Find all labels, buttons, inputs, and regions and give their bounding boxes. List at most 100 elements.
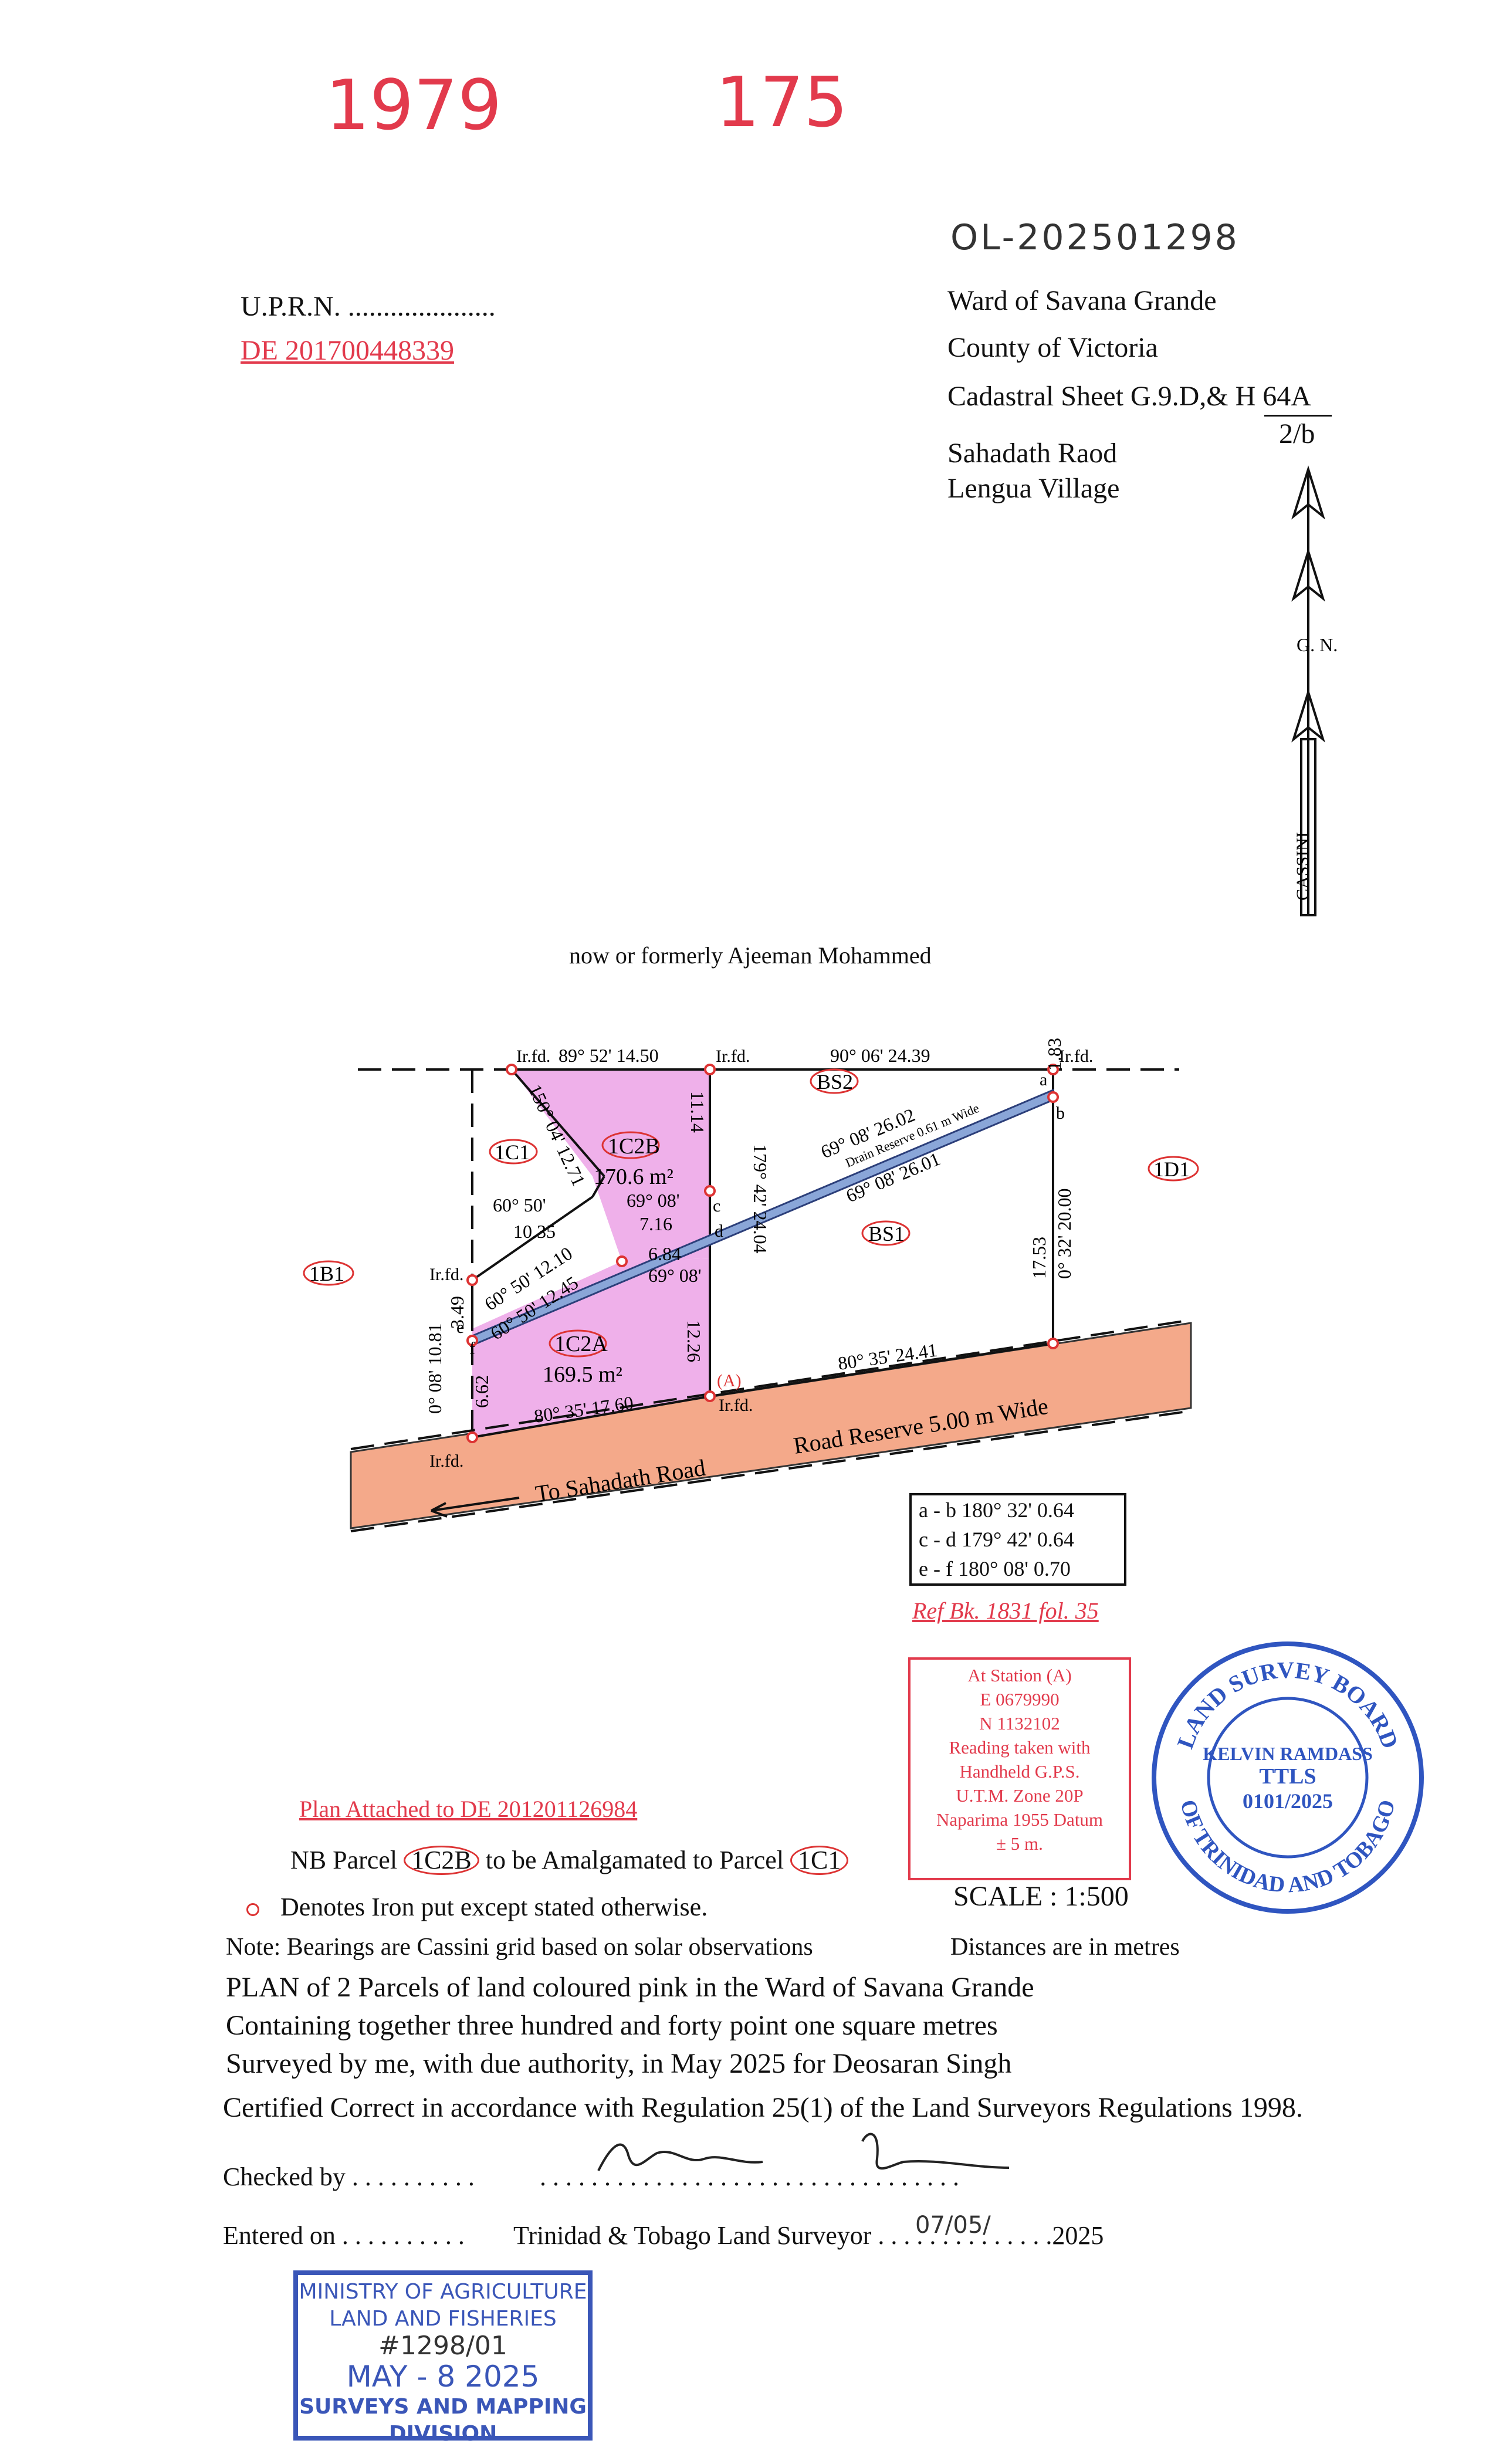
surveyor-line: Trinidad & Tobago Land Surveyor . . . . … — [513, 2221, 1104, 2250]
iron-marker — [616, 1255, 628, 1267]
iron-marker — [466, 1274, 478, 1286]
dist-11-14: 11.14 — [687, 1091, 708, 1133]
station-label: (A) — [717, 1371, 742, 1390]
station-box: At Station (A) E 0679990 N 1132102 Readi… — [908, 1657, 1131, 1880]
left-dist-a: 10.35 — [513, 1221, 556, 1242]
ministry-line-2: LAND AND FISHERIES — [329, 2307, 557, 2331]
ref-book: Ref Bk. 1831 fol. 35 — [912, 1597, 1099, 1624]
nb-prefix: NB Parcel — [290, 1846, 398, 1874]
ministry-line-4: MAY - 8 2025 — [346, 2360, 540, 2394]
left-bearing-a: 60° 50' — [493, 1194, 546, 1216]
station-line: Handheld G.P.S. — [959, 1761, 1080, 1782]
iron-label: Ir.fd. — [429, 1451, 463, 1471]
surveyor-date: 07/05/ — [915, 2212, 991, 2239]
top-left-bearing: 89° 52' 14.50 — [559, 1045, 659, 1066]
dist-3-49: 3.49 — [446, 1296, 468, 1329]
surveyor-signature — [597, 2133, 1010, 2171]
iron-legend-marker — [246, 1903, 259, 1916]
dist-12-26: 12.26 — [683, 1320, 705, 1362]
parcel-label-1C2B: 1C2B — [608, 1134, 660, 1159]
v-bearing: 179° 42' 24.04 — [750, 1144, 771, 1254]
ministry-line-1: MINISTRY OF AGRICULTURE — [299, 2280, 587, 2304]
nb-mid: to be Amalgamated to Parcel — [485, 1846, 784, 1874]
parcel-1C2A-area — [472, 1258, 710, 1437]
village-name: Lengua Village — [947, 473, 1120, 504]
land-survey-board-stamp: LAND SURVEY BOARD OF TRINIDAD AND TOBAGO… — [1152, 1641, 1424, 1914]
w-bearing: 0° 08' 10.81 — [424, 1323, 445, 1414]
bearings-row: e - f 180° 08' 0.70 — [919, 1557, 1071, 1580]
top-right-bearing: 90° 06' 24.39 — [830, 1045, 930, 1066]
folio-number: 175 — [716, 62, 848, 143]
point-d: d — [715, 1221, 723, 1241]
plan-line-2: Containing together three hundred and fo… — [226, 2010, 998, 2041]
neighbour-1C1: 1C1 — [495, 1140, 530, 1164]
certified-line: Certified Correct in accordance with Reg… — [223, 2092, 1303, 2123]
parcel-1C2B-area — [512, 1069, 710, 1261]
station-line: N 1132102 — [979, 1713, 1060, 1734]
north-arrow: G. N. CASSINI — [1291, 465, 1338, 916]
iron-label: Ir.fd. — [716, 1047, 750, 1066]
dist-6-62: 6.62 — [471, 1375, 492, 1408]
parcel-area-1C2B: 170.6 m² — [594, 1165, 673, 1189]
cassini-label: CASSINI — [1293, 832, 1312, 901]
point-b: b — [1056, 1104, 1065, 1123]
scale-label: SCALE : 1:500 — [953, 1881, 1129, 1912]
station-line: E 0679990 — [980, 1689, 1060, 1710]
neighbour-1B1: 1B1 — [309, 1262, 344, 1285]
plan-line-1: PLAN of 2 Parcels of land coloured pink … — [226, 1972, 1034, 2003]
point-e: e — [456, 1318, 464, 1337]
station-line: ± 5 m. — [996, 1833, 1043, 1854]
parcel-area-1C2A: 169.5 m² — [543, 1362, 622, 1387]
stamp-ttls: TTLS — [1259, 1764, 1316, 1789]
ministry-line-5: SURVEYS AND MAPPING — [299, 2395, 587, 2419]
iron-label: Ir.fd. — [719, 1396, 753, 1415]
distances-note: Distances are in metres — [950, 1934, 1180, 1961]
iron-marker — [1047, 1064, 1059, 1075]
e-bearing: 0° 32' 20.00 — [1054, 1188, 1075, 1279]
station-line: Naparima 1955 Datum — [936, 1809, 1104, 1830]
bearings-row: c - d 179° 42' 0.64 — [919, 1528, 1074, 1551]
iron-marker — [704, 1390, 716, 1402]
iron-marker — [466, 1335, 478, 1346]
bearings-table: a - b 180° 32' 0.64 c - d 179° 42' 0.64 … — [909, 1493, 1126, 1586]
plan-attached-note: Plan Attached to DE 201201126984 — [299, 1796, 638, 1822]
sheet-underline — [1264, 415, 1332, 417]
point-f: f — [469, 1339, 475, 1358]
uprn-label: U.P.R.N. ..................... — [241, 291, 496, 322]
ministry-line-3: #1298/01 — [378, 2331, 507, 2361]
stamp-number: 0101/2025 — [1243, 1789, 1333, 1813]
owner-note: now or formerly Ajeeman Mohammed — [569, 942, 932, 969]
station-line: U.T.M. Zone 20P — [956, 1785, 1084, 1806]
iron-marker — [1047, 1091, 1059, 1103]
iron-label: Ir.fd. — [429, 1265, 463, 1284]
ward-label: Ward of Savana Grande — [947, 285, 1217, 316]
mid-dist-c: 7.16 — [639, 1213, 672, 1234]
iron-label: Ir.fd. — [1059, 1047, 1093, 1066]
iron-label: Ir.fd. — [516, 1047, 550, 1066]
nb-parcel-b: 1C1 — [790, 1846, 849, 1875]
survey-plan: 1C2B 170.6 m² 1C2A 169.5 m² 1C1 1B1 1D1 … — [303, 1038, 1199, 1532]
station-line: Reading taken with — [949, 1737, 1091, 1758]
plan-line-3: Surveyed by me, with due authority, in M… — [226, 2048, 1012, 2079]
iron-marker — [1047, 1338, 1059, 1349]
book-number: 1979 — [326, 65, 502, 145]
sheet-sub: 2/b — [1279, 418, 1315, 449]
cadastral-sheet: Cadastral Sheet G.9.D,& H 64A — [947, 381, 1311, 412]
neighbour-1D1: 1D1 — [1153, 1157, 1190, 1181]
nb-note: NB Parcel 1C2B to be Amalgamated to Parc… — [290, 1845, 849, 1875]
iron-marker — [704, 1185, 716, 1197]
de-reference: DE 201700448339 — [241, 335, 454, 366]
road-name: Sahadath Raod — [947, 438, 1118, 469]
dist-17-53: 17.53 — [1028, 1237, 1050, 1279]
entered-on: Entered on . . . . . . . . . . — [223, 2221, 465, 2250]
mid-dist-d: 6.84 — [648, 1243, 681, 1264]
bearings-row: a - b 180° 32' 0.64 — [919, 1498, 1074, 1522]
dist-1-83: 1.83 — [1044, 1038, 1065, 1071]
iron-marker — [704, 1064, 716, 1075]
ministry-stamp: MINISTRY OF AGRICULTURE LAND AND FISHERI… — [293, 2270, 593, 2446]
stamp-name: KELVIN RAMDASS — [1203, 1743, 1373, 1764]
point-a: a — [1040, 1070, 1047, 1089]
ol-reference: OL-202501298 — [950, 217, 1240, 258]
station-title: At Station (A) — [967, 1665, 1072, 1685]
bearings-note: Note: Bearings are Cassini grid based on… — [226, 1934, 813, 1961]
